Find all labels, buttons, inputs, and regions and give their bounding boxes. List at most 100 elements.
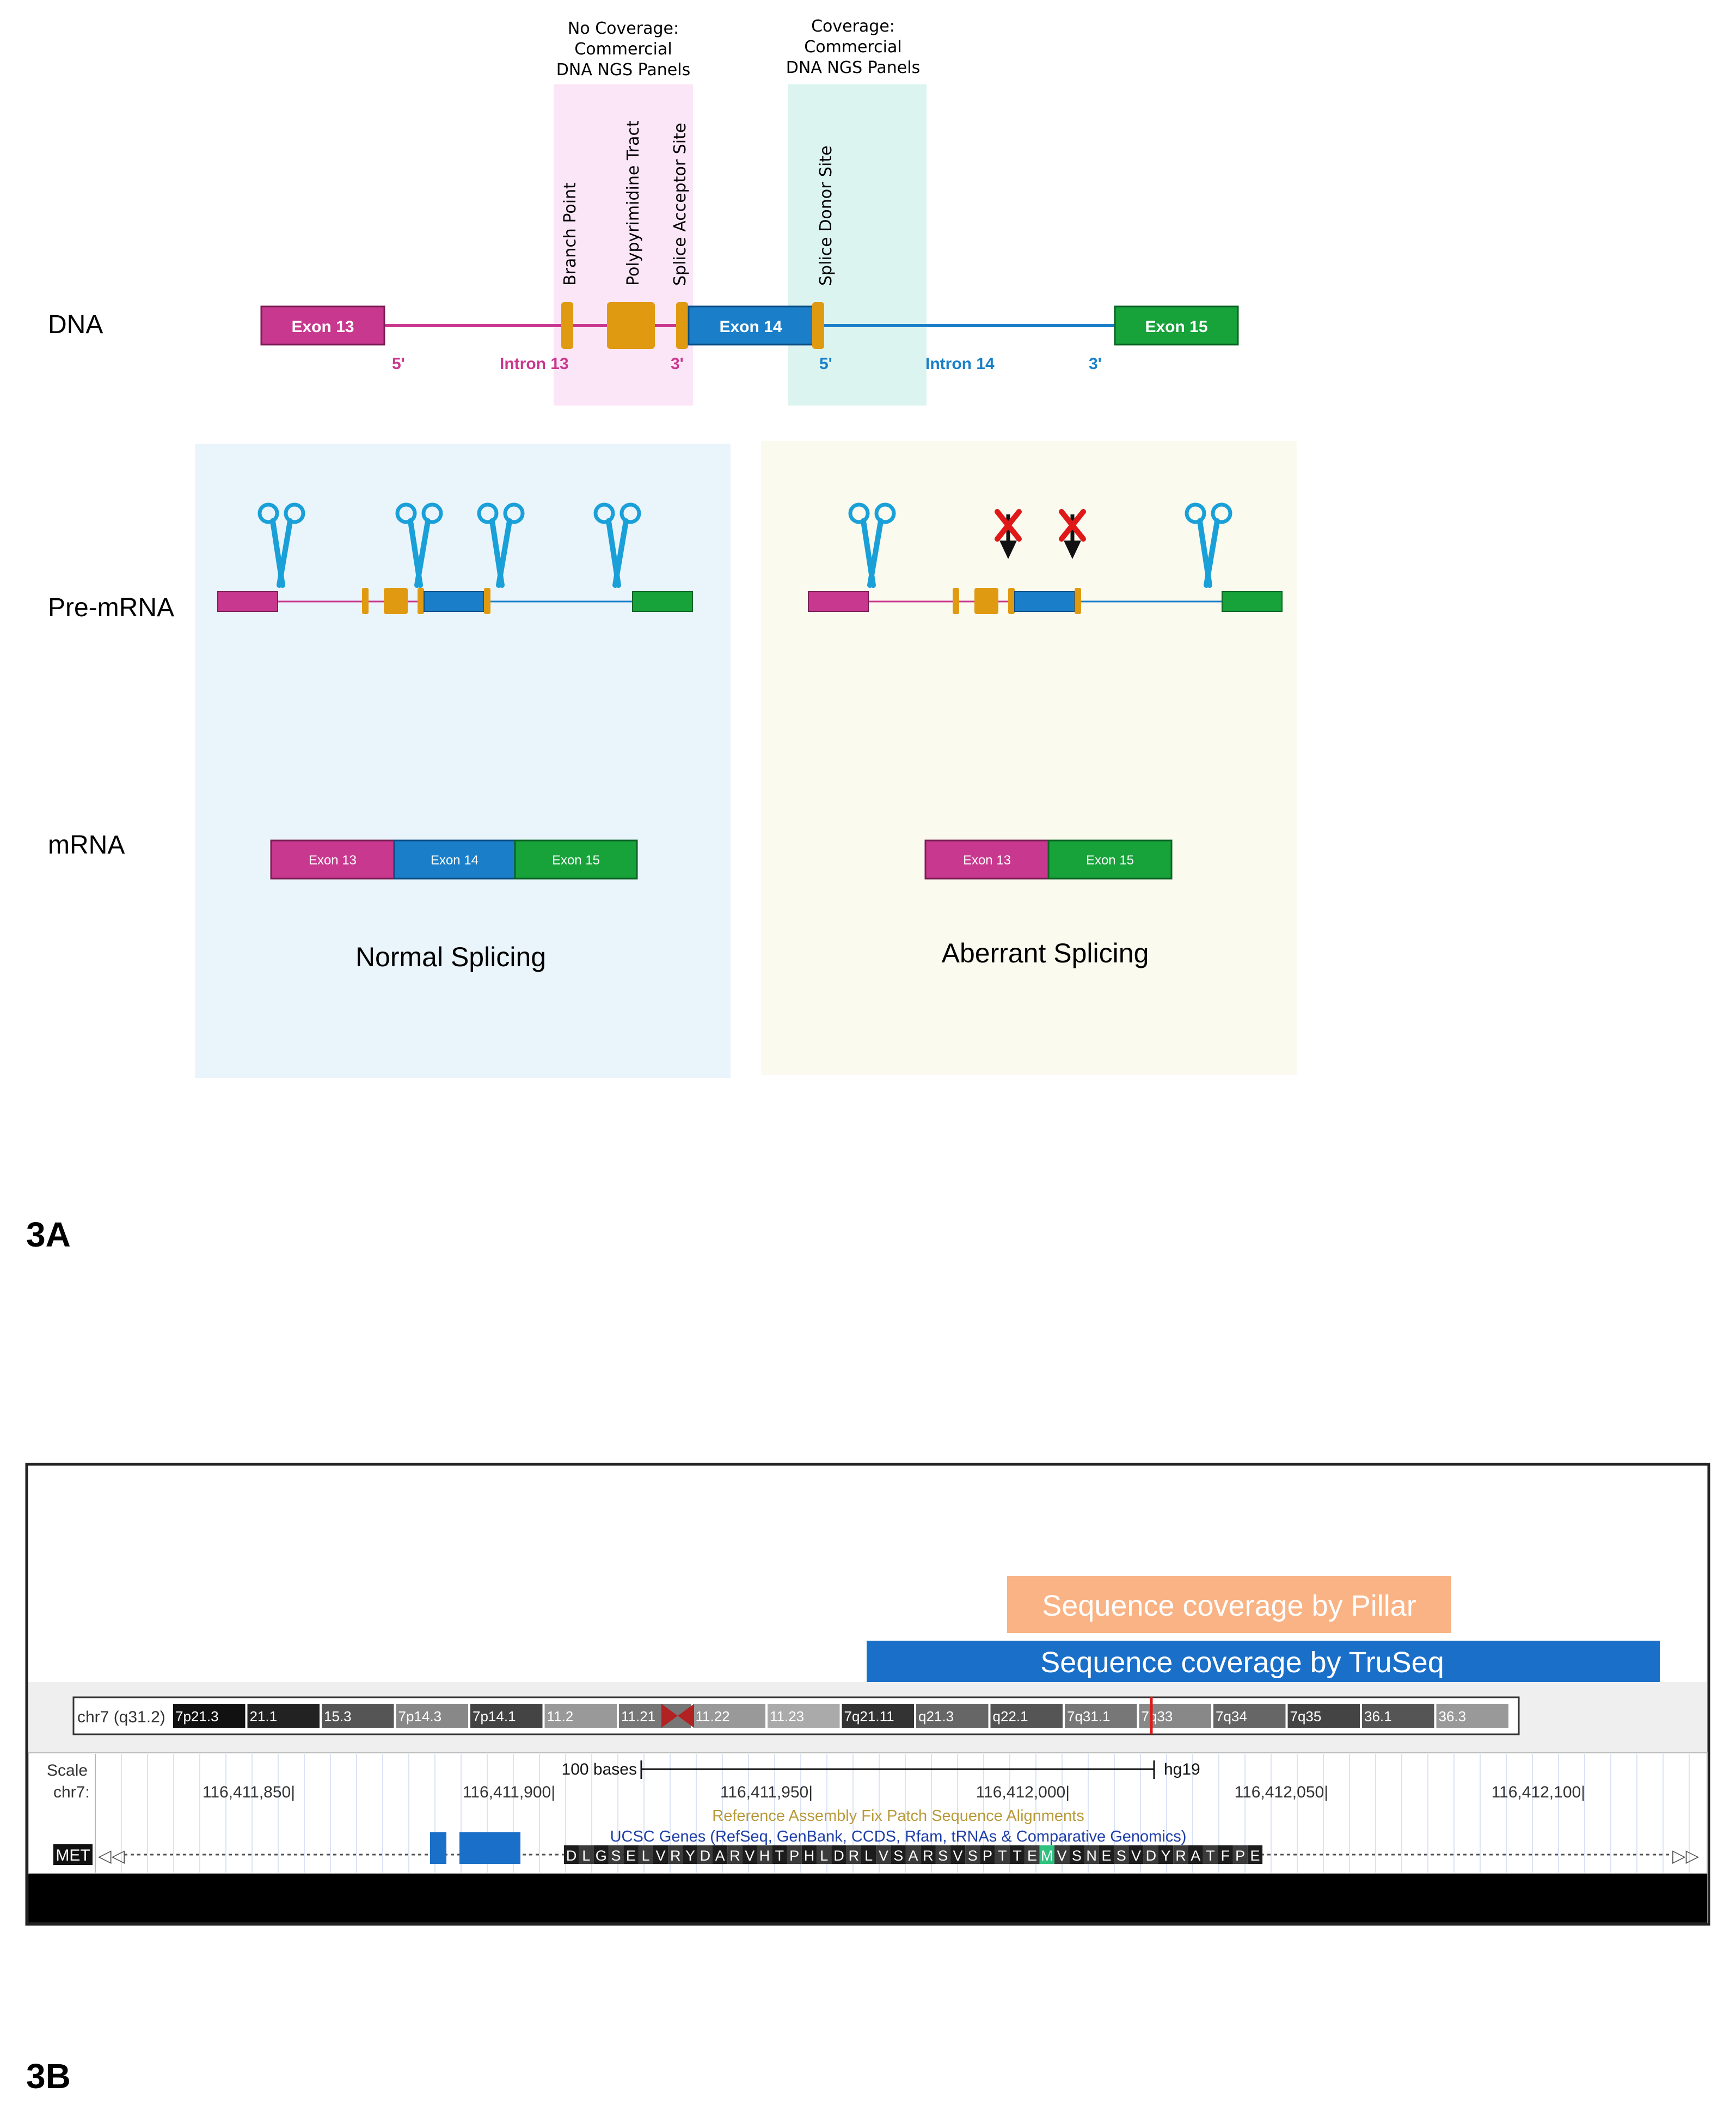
ideogram-band bbox=[247, 1704, 320, 1728]
branch-point-label: Branch Point bbox=[561, 182, 580, 286]
intron14-label: Intron 14 bbox=[925, 355, 995, 373]
amino-acid-cell bbox=[638, 1845, 653, 1864]
amino-acid-cell bbox=[980, 1845, 995, 1864]
amino-acid-letter: T bbox=[998, 1848, 1007, 1864]
amino-acid-letter: L bbox=[582, 1848, 590, 1864]
pillar-coverage-label: Sequence coverage by Pillar bbox=[1042, 1590, 1416, 1622]
amino-acid-letter: T bbox=[775, 1848, 784, 1864]
chr-label: chr7: bbox=[53, 1783, 90, 1801]
ideogram-band-label: 36.1 bbox=[1364, 1708, 1392, 1725]
ideogram-band-label: 11.23 bbox=[770, 1708, 804, 1725]
dna-row-label: DNA bbox=[48, 310, 103, 339]
figure-3b-label: 3B bbox=[26, 2057, 71, 2096]
amino-acid-letter: F bbox=[1221, 1848, 1230, 1864]
coverage-region bbox=[788, 84, 927, 406]
ideogram-band bbox=[470, 1704, 543, 1728]
amino-acid-letter: R bbox=[923, 1848, 934, 1864]
amino-acid-letter: N bbox=[1086, 1848, 1097, 1864]
ideogram-band-label: 7q21.11 bbox=[844, 1708, 894, 1725]
amino-acid-letter: L bbox=[864, 1848, 873, 1864]
scissors-icon bbox=[1185, 502, 1232, 588]
amino-acid-cell bbox=[1188, 1845, 1203, 1864]
ideogram-band-label: 36.3 bbox=[1439, 1708, 1467, 1725]
amino-acid-letter: V bbox=[1057, 1848, 1067, 1864]
ideogram-band-label: 15.3 bbox=[324, 1708, 352, 1725]
amino-acid-cell bbox=[801, 1845, 817, 1864]
amino-acid-cell bbox=[683, 1845, 698, 1864]
amino-acid-letter: V bbox=[745, 1848, 754, 1864]
amino-acid-cell bbox=[593, 1845, 609, 1864]
amino-acid-letter: E bbox=[1101, 1848, 1111, 1864]
normal-splicing-title: Normal Splicing bbox=[355, 942, 546, 972]
aberrant-splicing-panel bbox=[761, 441, 1297, 1075]
amino-acid-letter: H bbox=[804, 1848, 815, 1864]
amino-acid-letter: E bbox=[626, 1848, 636, 1864]
coordinate-label: 116,412,000| bbox=[976, 1783, 1070, 1801]
amino-acid-letter: Y bbox=[685, 1848, 695, 1864]
assembly-label: hg19 bbox=[1164, 1760, 1200, 1778]
exon-block-small bbox=[430, 1832, 446, 1864]
ideogram-band bbox=[768, 1704, 840, 1728]
amino-acid-letter: E bbox=[1027, 1848, 1037, 1864]
amino-acid-letter: D bbox=[566, 1848, 577, 1864]
polypyrimidine-tract-mark bbox=[607, 302, 655, 349]
exon-15-label: Exon 15 bbox=[1145, 318, 1207, 336]
amino-acid-cell bbox=[935, 1845, 950, 1864]
amino-acid-cell bbox=[921, 1845, 936, 1864]
amino-acid-letter: T bbox=[1013, 1848, 1022, 1864]
amino-acid-letter: V bbox=[879, 1848, 888, 1864]
amino-acid-letter: P bbox=[1235, 1848, 1245, 1864]
donor-site-mark bbox=[812, 302, 824, 349]
amino-acid-letter: S bbox=[1072, 1848, 1082, 1864]
patch-track-label: Reference Assembly Fix Patch Sequence Al… bbox=[712, 1807, 1084, 1825]
amino-acid-letter: V bbox=[1131, 1848, 1141, 1864]
amino-acid-cell bbox=[1218, 1845, 1233, 1864]
amino-acid-cell bbox=[727, 1845, 743, 1864]
amino-acid-cell bbox=[1069, 1845, 1084, 1864]
aberrant-splicing-title: Aberrant Splicing bbox=[942, 938, 1149, 968]
aberrant-pre-mrna bbox=[808, 588, 1283, 614]
exon-13-block bbox=[260, 305, 385, 346]
amino-acid-letter: D bbox=[1146, 1848, 1157, 1864]
amino-acid-cell bbox=[1114, 1845, 1129, 1864]
scissors-icon bbox=[257, 502, 305, 588]
amino-acid-letter: M bbox=[1041, 1848, 1053, 1864]
scissors-icon bbox=[593, 502, 641, 588]
coordinate-label: 116,412,100| bbox=[1492, 1783, 1585, 1801]
amino-acid-letter: V bbox=[655, 1848, 665, 1864]
ideogram-band-label: 7p14.1 bbox=[473, 1708, 516, 1725]
svg-text:Exon 14: Exon 14 bbox=[431, 853, 479, 868]
ideogram-band bbox=[1362, 1704, 1434, 1728]
polypyrimidine-label: Polypyrimidine Tract bbox=[624, 120, 643, 286]
amino-acid-cell bbox=[653, 1845, 668, 1864]
amino-acid-letter: R bbox=[729, 1848, 740, 1864]
exon-13-label: Exon 13 bbox=[291, 318, 354, 336]
amino-acid-cell bbox=[905, 1845, 921, 1864]
no-coverage-region bbox=[554, 84, 693, 406]
amino-acid-letter: S bbox=[611, 1848, 621, 1864]
amino-acid-letter: S bbox=[893, 1848, 903, 1864]
amino-acid-letter: T bbox=[1206, 1848, 1215, 1864]
coordinate-ruler: 116,411,850|116,411,900|116,411,950|116,… bbox=[203, 1783, 1585, 1801]
ideogram-band bbox=[396, 1704, 468, 1728]
amino-acid-cell bbox=[1143, 1845, 1158, 1864]
amino-acid-cell bbox=[1128, 1845, 1144, 1864]
amino-acid-cell bbox=[787, 1845, 802, 1864]
amino-acid-letter: G bbox=[596, 1848, 607, 1864]
amino-acid-cell bbox=[950, 1845, 966, 1864]
amino-acid-cell bbox=[1054, 1845, 1070, 1864]
intron13-5prime: 5' bbox=[392, 355, 405, 373]
amino-acid-cell bbox=[1099, 1845, 1114, 1864]
amino-acid-cell bbox=[564, 1845, 579, 1864]
amino-acid-cell bbox=[742, 1845, 757, 1864]
amino-acid-cell bbox=[1232, 1845, 1248, 1864]
amino-acid-letter: A bbox=[909, 1848, 918, 1864]
ideogram-band-label: 7p21.3 bbox=[175, 1708, 219, 1725]
amino-acid-cell bbox=[831, 1845, 846, 1864]
ideogram-band-label: 11.21 bbox=[621, 1708, 655, 1725]
chromosome-label: chr7 (q31.2) bbox=[77, 1708, 165, 1726]
strand-arrows-left-icon: ◁◁ bbox=[98, 1846, 125, 1865]
